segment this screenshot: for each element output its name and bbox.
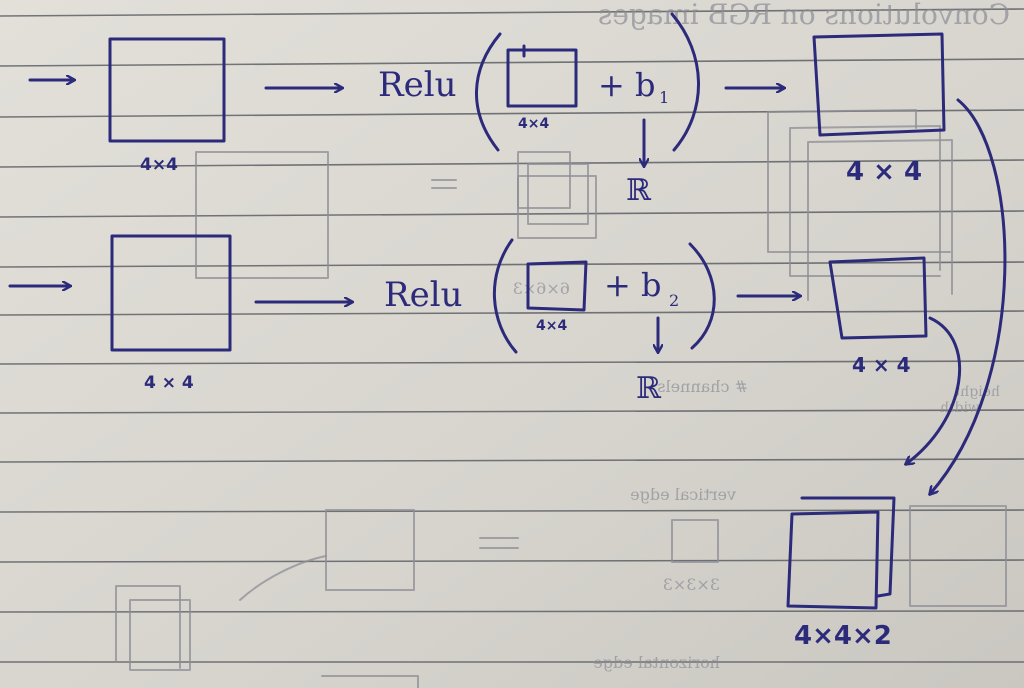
row1-bias-domain: ℝ	[626, 173, 652, 208]
row1-output-dims: 4 × 4	[846, 157, 922, 187]
row2-relu-label: Relu	[384, 275, 463, 315]
row1-input-dims: 4×4	[140, 155, 178, 175]
row2-open-paren	[493, 238, 518, 354]
row2-bias-domain: ℝ	[636, 371, 662, 406]
row2-input-matrix	[110, 234, 232, 352]
row1-filter-dims: 4×4	[518, 116, 549, 132]
stacked-volume-dims: 4×4×2	[794, 621, 892, 651]
row2-output-matrix	[828, 256, 928, 340]
bleed-through-vertical-text: vertical edge	[630, 485, 737, 504]
stacked-volume-back	[800, 496, 896, 598]
bleed-through-right-text: height	[954, 384, 1000, 400]
bleed-through-sketch	[115, 109, 1007, 688]
row1-input-matrix	[108, 37, 226, 143]
ruled-lines	[0, 8, 1024, 663]
row1-bias-subscript: 1	[659, 88, 669, 107]
bleed-through-channels-text: # channels	[657, 377, 748, 396]
bleed-through-filter-text: 3×3×3	[663, 575, 720, 594]
row1-output-matrix	[812, 32, 946, 137]
bleed-through-horizontal-text: horizontal edge	[593, 653, 720, 672]
bleed-through-top-text: Convolutions on RGB images	[598, 0, 1010, 31]
row1-filter-matrix	[506, 48, 578, 108]
row1-curve-arrow	[930, 98, 1007, 494]
row2-bias-subscript: 2	[669, 291, 679, 310]
row2-close-paren	[688, 242, 716, 350]
row1-relu-label: Relu	[378, 65, 457, 105]
row2-curve-arrow	[906, 316, 962, 464]
row1-close-paren	[670, 12, 700, 152]
row1-bias: + b	[598, 66, 655, 104]
stacked-volume-front	[786, 510, 880, 610]
row2-filter-matrix	[526, 260, 588, 312]
row2-filter-dims: 4×4	[536, 318, 567, 334]
bleed-through-mid-text: 6×6×3	[513, 279, 570, 298]
bleed-through-right-text-2: width	[940, 400, 980, 416]
row2-bias: + b	[604, 266, 661, 304]
row2-output-dims: 4 × 4	[852, 353, 911, 377]
row1-open-paren	[475, 32, 502, 152]
row2-input-dims: 4 × 4	[144, 373, 194, 393]
